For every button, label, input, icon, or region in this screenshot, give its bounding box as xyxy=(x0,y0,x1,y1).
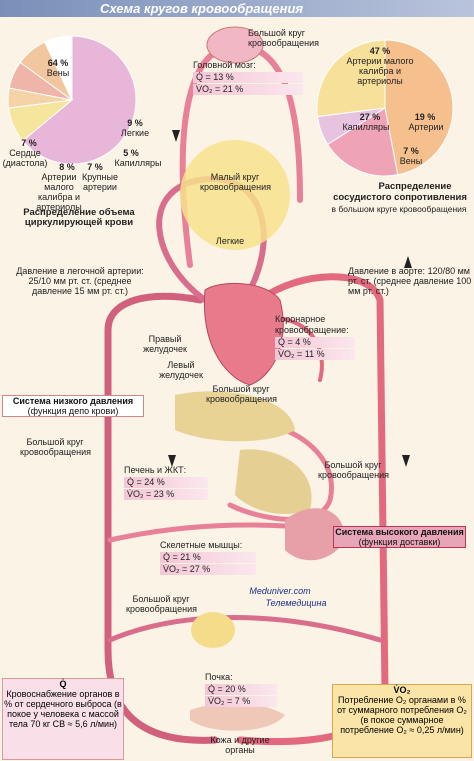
systemic-vein-main xyxy=(104,292,219,744)
muscle-v: V̇O₂ = 27 % xyxy=(160,564,256,575)
pie-right-small-arteries-label: Артерии малого калибра и артериолы xyxy=(346,56,414,86)
big-circle-left-label: Большой круг кровообращения xyxy=(20,437,91,457)
big-circle-right-label: Большой круг кровообращения xyxy=(318,460,389,480)
liver-q: Q̇ = 24 % xyxy=(124,477,208,488)
pie-left-capillaries-label: Капилляры xyxy=(114,158,162,168)
liver-v: V̇O₂ = 23 % xyxy=(124,489,208,500)
pie-left-small-arteries-value: 8 % xyxy=(59,162,75,172)
arrow-down-icon xyxy=(172,130,180,142)
title-bar: Схема кругов кровообращения xyxy=(0,0,474,17)
pieL-slice-5 xyxy=(44,35,73,101)
pie-right-arteries-label: Артерии xyxy=(408,122,444,132)
muscle-organ xyxy=(285,508,345,561)
high-pressure-system-box: Система высокого давления (функция доста… xyxy=(333,526,466,548)
right-ventricle-label: Правый желудочек xyxy=(143,334,187,354)
brain-v: V̇O₂ = 21 % xyxy=(193,84,303,95)
pieR-slice-3 xyxy=(316,39,386,118)
skin-label: Кожа и другие органы xyxy=(210,735,270,755)
brain-label: Головной мозг: xyxy=(193,60,256,70)
formula-left-body: Кровоснабжение органов в % от сердечного… xyxy=(4,689,122,729)
brain-box: Головной мозг: Q̇ = 13 % V̇O₂ = 21 % xyxy=(193,60,303,96)
pulmonary-pressure: Давление в легочной артерии: 25/10 мм рт… xyxy=(16,266,144,296)
skin-organ xyxy=(190,703,285,731)
formula-right-body: Потребление O₂ органами в % от суммарног… xyxy=(337,695,467,735)
coronary-label: Коронарное кровообращение: xyxy=(275,314,349,335)
pie-left-small-arteries-label: Артерии малого калибра и артериолы xyxy=(36,172,82,212)
low-pressure-system-box: Система низкого давления (функция депо к… xyxy=(2,395,144,417)
small-circle-label: Малый круг кровообращения xyxy=(200,172,271,192)
pie-right-capillaries-label: Капилляры xyxy=(342,122,390,132)
coronary-v: V̇O₂ = 11 % xyxy=(275,349,355,360)
pie-right-veins-value: 7 % xyxy=(403,146,419,156)
lungs-organ xyxy=(180,140,290,250)
coronary-q: Q̇ = 4 % xyxy=(275,337,355,348)
muscle-label: Скелетные мышцы: xyxy=(160,540,243,550)
kidney-label: Почка: xyxy=(205,672,233,682)
brain-q: Q̇ = 13 % xyxy=(193,72,303,83)
watermark-line1: Meduniver.com xyxy=(249,586,311,596)
pie-right-capillaries-value: 27 % xyxy=(359,112,381,122)
kidney-q: Q̇ = 20 % xyxy=(205,684,277,695)
pie-left-veins-label: Вены xyxy=(46,68,70,78)
high-system-title: Система высокого давления xyxy=(335,527,464,537)
kidney-v: V̇O₂ = 7 % xyxy=(205,696,277,707)
watermark-line2: Телемедицина xyxy=(265,598,327,608)
pieR-slice-0 xyxy=(384,39,454,176)
big-circle-top-label: Большой круг кровообращения xyxy=(248,28,319,48)
left-ventricle-label: Левый желудочек xyxy=(159,360,203,380)
liver-label: Печень и ЖКТ: xyxy=(124,465,187,475)
big-circle-low-label: Большой круг кровообращения xyxy=(126,594,197,614)
kidney-organ xyxy=(191,612,235,648)
pieL-slice-0 xyxy=(21,35,137,165)
formula-right-box: V̇O₂ Потребление O₂ органами в % от сумм… xyxy=(332,684,472,758)
pie-left-caption: Распределение объема циркулирующей крови xyxy=(23,207,135,228)
muscle-q: Q̇ = 21 % xyxy=(160,552,256,563)
big-circle-mid-label: Большой круг кровообращения xyxy=(206,384,277,404)
muscle-box: Скелетные мышцы: Q̇ = 21 % V̇O₂ = 27 % xyxy=(160,540,256,576)
aortic-pressure: Давление в аорте: 120/80 мм рт. ст. (сре… xyxy=(348,266,472,296)
formula-right-head: V̇O₂ xyxy=(393,685,411,695)
lungs-label: Легкие xyxy=(215,236,245,246)
pie-left-large-arteries-label: Крупные артерии xyxy=(82,172,118,192)
gut-organ xyxy=(235,449,312,515)
pie-left-lungs-value: 9 % xyxy=(127,118,143,128)
pie-left-heart-value: 7 % xyxy=(21,138,37,148)
low-system-title: Система низкого давления xyxy=(12,396,134,406)
kidney-loop xyxy=(107,615,383,643)
arrow-down-icon xyxy=(402,455,410,467)
heart-organ xyxy=(203,282,284,386)
pie-right-small-arteries-value: 47 % xyxy=(369,46,391,56)
pie-right-veins-label: Вены xyxy=(399,156,423,166)
pie-left-capillaries-value: 5 % xyxy=(123,148,139,158)
arrow-down-icon xyxy=(168,455,176,467)
coronary-box: Коронарное кровообращение: Q̇ = 4 % V̇O₂… xyxy=(275,314,355,361)
formula-left-box: Q̇ Кровоснабжение органов в % от сердечн… xyxy=(2,678,124,760)
pie-right-arteries-value: 19 % xyxy=(414,112,436,122)
pie-left-large-arteries-value: 7 % xyxy=(87,162,103,172)
pie-right-caption-1: Распределение xyxy=(378,181,452,192)
pie-right-caption-2: сосудистого сопротивления xyxy=(333,192,467,203)
pie-left-veins-value: 64 % xyxy=(47,58,69,68)
pie-right-caption-3: в большом круге кровообращения xyxy=(331,204,467,214)
arrow-up-icon xyxy=(404,256,412,268)
kidney-box: Почка: Q̇ = 20 % V̇O₂ = 7 % xyxy=(205,672,277,708)
pieR-slice-1 xyxy=(326,107,399,177)
pie-left-heart-label: Сердце (диастола) xyxy=(2,148,48,168)
low-system-sub: (функция депо крови) xyxy=(27,406,119,416)
pie-chart-blood-volume xyxy=(7,35,137,165)
high-system-sub: (функция доставки) xyxy=(358,537,441,547)
liver-organ xyxy=(175,391,295,442)
brain-organ xyxy=(206,26,264,64)
page-title: Схема кругов кровообращения xyxy=(100,1,304,16)
pie-chart-vascular-resistance xyxy=(316,39,454,177)
pie-left-lungs-label: Легкие xyxy=(120,128,150,138)
liver-box: Печень и ЖКТ: Q̇ = 24 % V̇O₂ = 23 % xyxy=(124,465,208,501)
formula-left-head: Q̇ xyxy=(59,679,67,689)
